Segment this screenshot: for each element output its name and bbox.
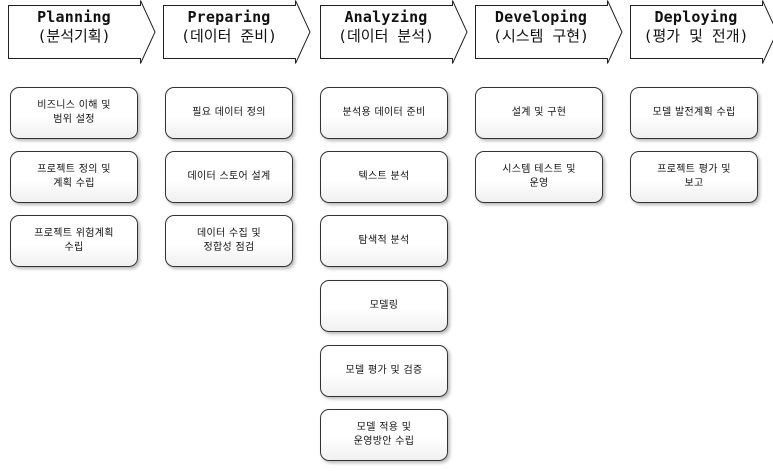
task-box: 시스템 테스트 및 운영	[475, 151, 603, 203]
task-label: 설계 및 구현	[511, 107, 567, 118]
task-box: 모델 적용 및 운영방안 수립	[320, 409, 448, 461]
stage-arrow-shape	[320, 0, 468, 64]
task-box: 탐색적 분석	[320, 215, 448, 267]
task-label: 프로젝트 평가 및 보고	[657, 164, 731, 189]
task-box: 프로젝트 평가 및 보고	[630, 151, 758, 203]
stage-arrow-shape	[630, 0, 773, 64]
task-label: 탐색적 분석	[358, 235, 410, 246]
stage-title: Preparing	[187, 8, 271, 26]
stage-arrow-shape	[8, 0, 156, 64]
task-label: 시스템 테스트 및 운영	[502, 164, 576, 189]
stage-title-block: Preparing(데이터 준비)	[163, 8, 295, 46]
stage-subtitle: (평가 및 전개)	[643, 27, 749, 45]
stage-arrow-outline	[475, 0, 623, 64]
task-box: 필요 데이터 정의	[165, 87, 293, 139]
stage-title-block: Deploying(평가 및 전개)	[630, 8, 762, 46]
task-label: 데이터 수집 및 정합성 점검	[197, 228, 261, 253]
task-box: 프로젝트 정의 및 계획 수립	[10, 151, 138, 203]
task-box: 텍스트 분석	[320, 151, 448, 203]
task-box: 비즈니스 이해 및 범위 설정	[10, 87, 138, 139]
stage-title: Deploying	[654, 8, 738, 26]
stage-arrow-shape	[475, 0, 623, 64]
task-box: 모델 발전계획 수립	[630, 87, 758, 139]
stage-subtitle: (데이터 준비)	[180, 27, 278, 45]
task-label: 모델링	[369, 300, 399, 311]
task-label: 모델 발전계획 수립	[652, 107, 736, 118]
task-label: 프로젝트 위험계획 수립	[34, 228, 114, 253]
stage-subtitle: (시스템 구현)	[492, 27, 590, 45]
stage-arrow-shape	[163, 0, 311, 64]
stage-subtitle: (분석기획)	[37, 27, 111, 45]
stage-arrow-outline	[630, 0, 773, 64]
task-label: 텍스트 분석	[358, 171, 410, 182]
stage-arrow-outline	[163, 0, 311, 64]
stage-header-3: Developing(시스템 구현)	[475, 0, 623, 64]
task-box: 분석용 데이터 준비	[320, 87, 448, 139]
task-label: 분석용 데이터 준비	[342, 107, 426, 118]
task-box: 모델링	[320, 280, 448, 332]
stage-title: Developing	[494, 8, 588, 26]
task-label: 모델 적용 및 운영방안 수립	[353, 422, 415, 447]
task-box: 프로젝트 위험계획 수립	[10, 215, 138, 267]
task-box: 설계 및 구현	[475, 87, 603, 139]
stage-subtitle: (데이터 분석)	[337, 27, 435, 45]
stage-header-2: Analyzing(데이터 분석)	[320, 0, 468, 64]
stage-title-block: Developing(시스템 구현)	[475, 8, 607, 46]
task-label: 데이터 스토어 설계	[187, 171, 271, 182]
stage-header-0: Planning(분석기획)	[8, 0, 156, 64]
task-label: 필요 데이터 정의	[192, 107, 266, 118]
stage-title: Planning	[37, 8, 111, 26]
task-label: 모델 평가 및 검증	[345, 365, 423, 376]
task-box: 데이터 스토어 설계	[165, 151, 293, 203]
stage-title-block: Analyzing(데이터 분석)	[320, 8, 452, 46]
stage-header-4: Deploying(평가 및 전개)	[630, 0, 773, 64]
stage-title: Analyzing	[344, 8, 428, 26]
task-label: 비즈니스 이해 및 범위 설정	[37, 100, 111, 125]
stage-arrow-outline	[320, 0, 468, 64]
stage-arrow-outline	[8, 0, 156, 64]
stage-header-1: Preparing(데이터 준비)	[163, 0, 311, 64]
stage-title-block: Planning(분석기획)	[8, 8, 140, 46]
task-box: 데이터 수집 및 정합성 점검	[165, 215, 293, 267]
task-label: 프로젝트 정의 및 계획 수립	[37, 164, 111, 189]
task-box: 모델 평가 및 검증	[320, 345, 448, 397]
